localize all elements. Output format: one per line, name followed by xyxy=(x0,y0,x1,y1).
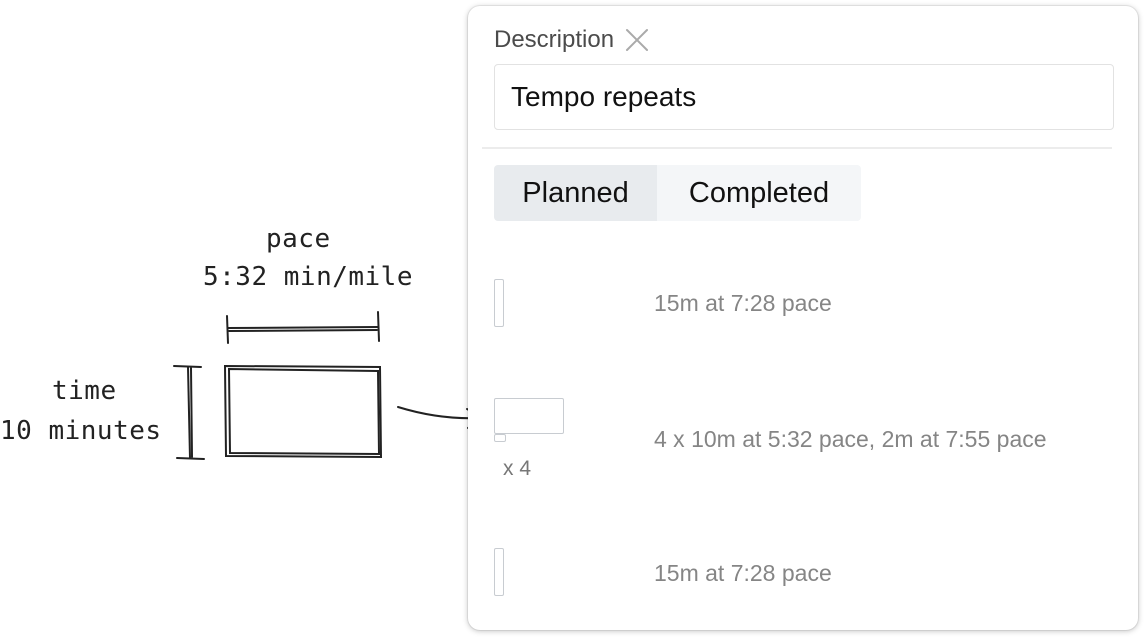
annotation-sketch xyxy=(173,311,485,460)
step-description: 4 x 10m at 5:32 pace, 2m at 7:55 pace xyxy=(654,426,1047,452)
single-step-bar-icon xyxy=(494,279,504,327)
workout-panel: Description Planned Completed 15m at 7:2… xyxy=(468,6,1138,630)
tab-planned[interactable]: Planned xyxy=(494,165,657,221)
tab-completed[interactable]: Completed xyxy=(657,165,861,221)
pace-dimension-line xyxy=(226,311,380,344)
recovery-interval-bar-icon xyxy=(494,434,506,442)
repeat-count: x 4 xyxy=(503,457,532,480)
description-label: Description xyxy=(494,26,615,53)
description-header: Description xyxy=(494,26,650,54)
description-input[interactable] xyxy=(494,64,1114,130)
single-step-bar-icon xyxy=(494,548,504,596)
step-description: 15m at 7:28 pace xyxy=(654,290,832,316)
step-description: 15m at 7:28 pace xyxy=(654,560,832,586)
close-icon[interactable] xyxy=(624,27,650,53)
time-value: 10 minutes xyxy=(0,416,162,446)
pace-label: pace xyxy=(266,224,331,254)
divider xyxy=(482,147,1112,149)
time-label: time xyxy=(52,376,117,406)
status-tabs: Planned Completed xyxy=(494,165,861,221)
interval-rectangle xyxy=(223,364,383,459)
work-interval-bar-icon xyxy=(494,398,564,434)
workout-step-repeat[interactable]: x 4 4 x 10m at 5:32 pace, 2m at 7:55 pac… xyxy=(494,396,1114,486)
time-dimension-line xyxy=(173,365,205,460)
workout-step[interactable]: 15m at 7:28 pace xyxy=(494,546,1114,602)
pace-value: 5:32 min/mile xyxy=(203,262,413,292)
workout-step[interactable]: 15m at 7:28 pace xyxy=(494,276,1114,332)
